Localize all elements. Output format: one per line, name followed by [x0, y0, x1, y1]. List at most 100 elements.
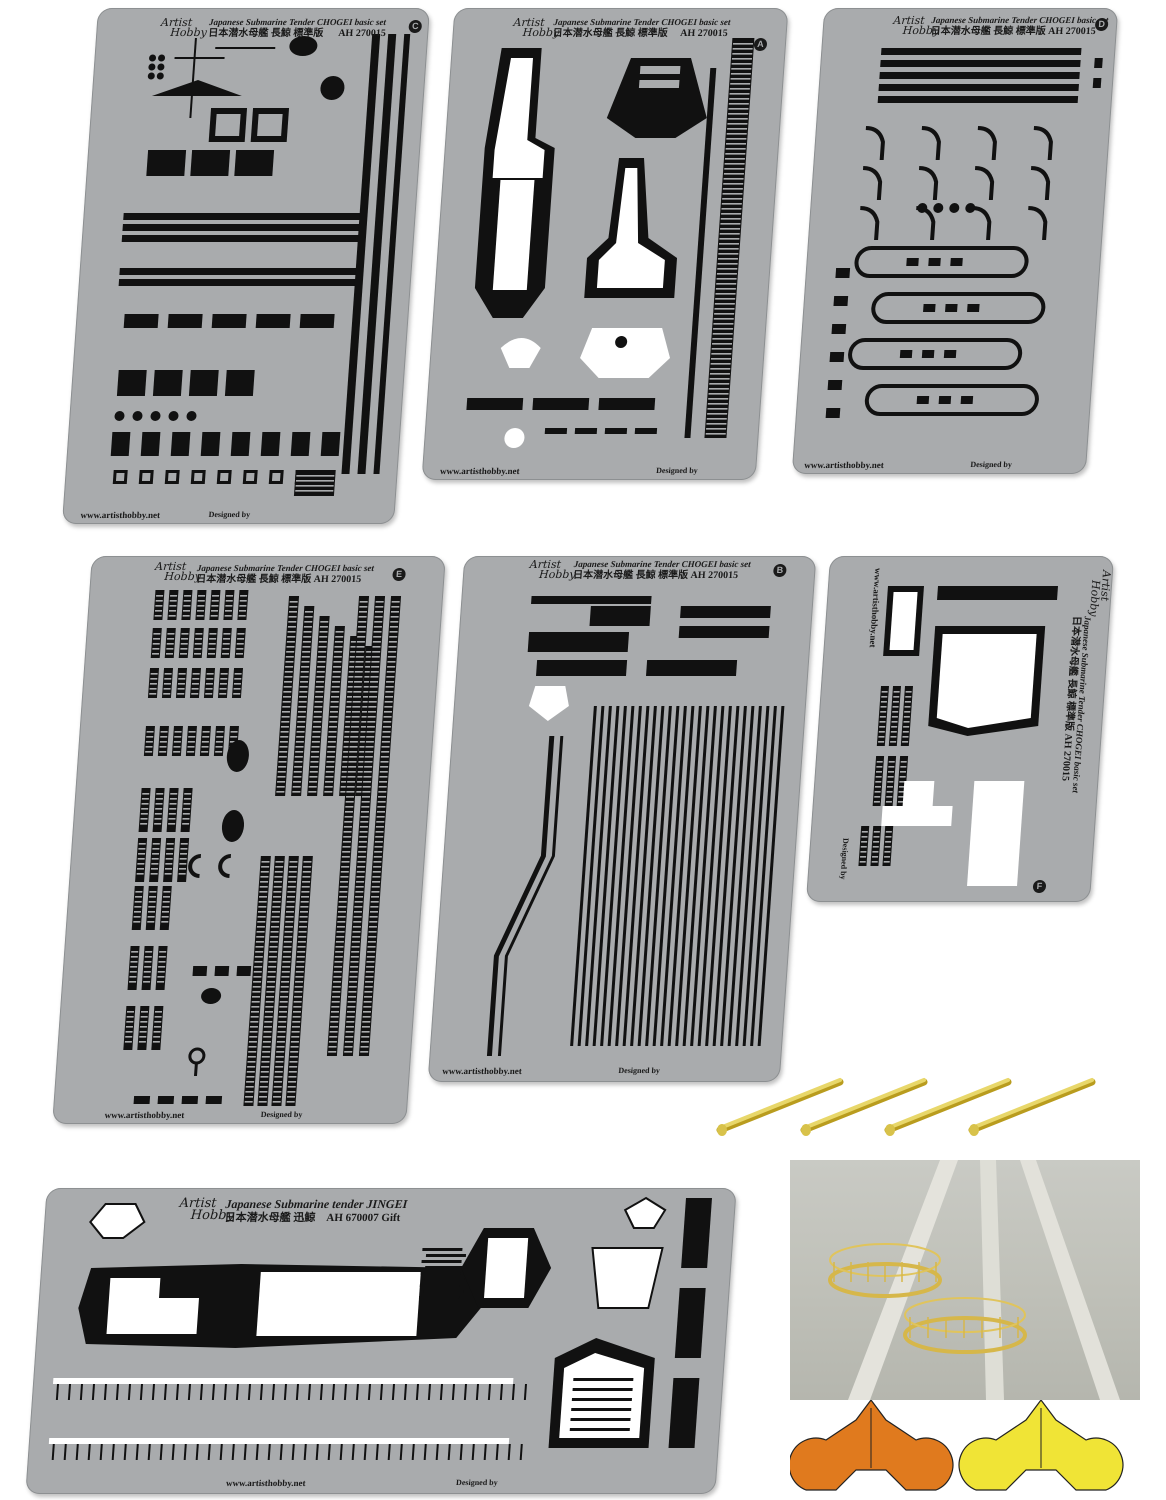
ladder-rung	[258, 1101, 267, 1103]
ladder-rung	[193, 653, 202, 655]
long-rail	[607, 706, 635, 1046]
ladder-rung	[357, 626, 366, 628]
ladder-rung	[168, 610, 177, 612]
ladder-rung	[206, 678, 214, 680]
railing-part	[259, 1384, 263, 1400]
ladder-rung	[276, 1051, 285, 1053]
fret-url: www.artisthobby.net	[803, 460, 885, 470]
ladder-rung	[264, 1011, 274, 1013]
ladder-rung	[130, 966, 138, 968]
ladder-rung	[880, 706, 887, 708]
davit-part	[290, 432, 311, 456]
ladder-rung	[247, 1066, 256, 1068]
ladder-rung	[884, 846, 891, 848]
ladder-rung	[375, 826, 384, 828]
superstructure-insert	[596, 168, 665, 288]
davit-part	[260, 432, 281, 456]
ladder-rung	[300, 676, 309, 678]
railing-part	[355, 1384, 359, 1400]
ladder-rung	[358, 616, 367, 618]
ladder-rung	[713, 323, 734, 325]
ladder-rung	[143, 981, 151, 983]
ladder-rung	[295, 971, 304, 973]
ladder-rung	[144, 961, 152, 963]
ladder-rung	[341, 866, 350, 868]
railing-part	[115, 1384, 119, 1400]
ladder-rung	[224, 615, 232, 617]
ladder-rung	[282, 696, 292, 698]
ladder-rung	[268, 956, 277, 958]
ladder-rung	[275, 1066, 284, 1068]
ladder-rung	[371, 656, 380, 658]
ladder-rung	[292, 1011, 302, 1013]
bracket-part	[906, 258, 919, 266]
ladder-rung	[161, 911, 170, 913]
ladder-rung	[368, 926, 377, 928]
railing-part	[519, 1444, 523, 1460]
railing-part	[231, 1444, 235, 1460]
ladder-rung	[348, 986, 357, 988]
ladder-rung	[313, 711, 323, 713]
ladder-rung	[298, 926, 307, 928]
rail-strip	[119, 268, 360, 275]
ladder-rung	[299, 686, 308, 688]
ladder-rung	[366, 961, 375, 963]
grating-part	[146, 150, 187, 176]
ladder-rung	[288, 621, 297, 623]
ladder-rung	[902, 736, 909, 738]
ladder-rung	[149, 693, 157, 695]
ladder-rung	[352, 706, 361, 708]
ladder-rung	[368, 931, 377, 933]
ladder-rung	[139, 1036, 147, 1038]
ladder-rung	[366, 726, 375, 728]
ladder-rung	[301, 661, 310, 663]
ladder-rung	[338, 906, 347, 908]
ladder-rung	[294, 761, 303, 763]
ladder-rung	[260, 1071, 269, 1073]
ladder-rung	[273, 1091, 282, 1093]
ladder-rung	[215, 746, 223, 748]
bent-railing-part	[972, 206, 992, 240]
ladder-rung	[351, 716, 360, 718]
ladder-rung	[272, 1096, 282, 1098]
ladder-rung	[255, 951, 264, 953]
ladder-rung	[384, 696, 394, 698]
ladder-rung	[164, 873, 172, 875]
ladder-rung	[714, 308, 735, 310]
ladder-rung	[328, 1046, 337, 1048]
curved-railing-part	[188, 854, 202, 878]
ladder-rung	[340, 876, 349, 878]
ladder-rung	[715, 288, 736, 290]
hatch-part	[221, 810, 245, 842]
ladder-rung	[141, 798, 149, 800]
ladder-rung	[369, 911, 379, 913]
railing-part	[351, 1444, 355, 1460]
ladder-rung	[276, 1046, 285, 1048]
ladder-rung	[279, 746, 288, 748]
ladder-rung	[888, 766, 895, 768]
ladder-rung	[373, 631, 382, 633]
bracket-part	[831, 324, 847, 334]
curved-railing-part	[854, 246, 1029, 278]
ladder-rung	[148, 901, 156, 903]
platform-slat	[570, 1418, 631, 1421]
platform-part	[500, 338, 541, 368]
ladder-rung	[260, 871, 269, 873]
bent-railing-part	[918, 166, 939, 200]
ladder-rung	[192, 678, 200, 680]
ladder-rung	[317, 666, 326, 668]
ladder-rung	[904, 711, 911, 713]
ladder-rung	[286, 646, 295, 648]
bracket-part	[829, 352, 845, 362]
ladder-rung	[275, 1056, 284, 1058]
ladder-rung	[330, 701, 339, 703]
ladder-rung	[363, 1006, 372, 1008]
ladder-rung	[253, 981, 262, 983]
ladder-rung	[288, 881, 297, 883]
railing-part	[315, 1444, 319, 1460]
ladder-rung	[293, 771, 302, 773]
ladder-rung	[903, 726, 910, 728]
deck-insert	[936, 634, 1037, 728]
ladder-rung	[378, 786, 387, 788]
